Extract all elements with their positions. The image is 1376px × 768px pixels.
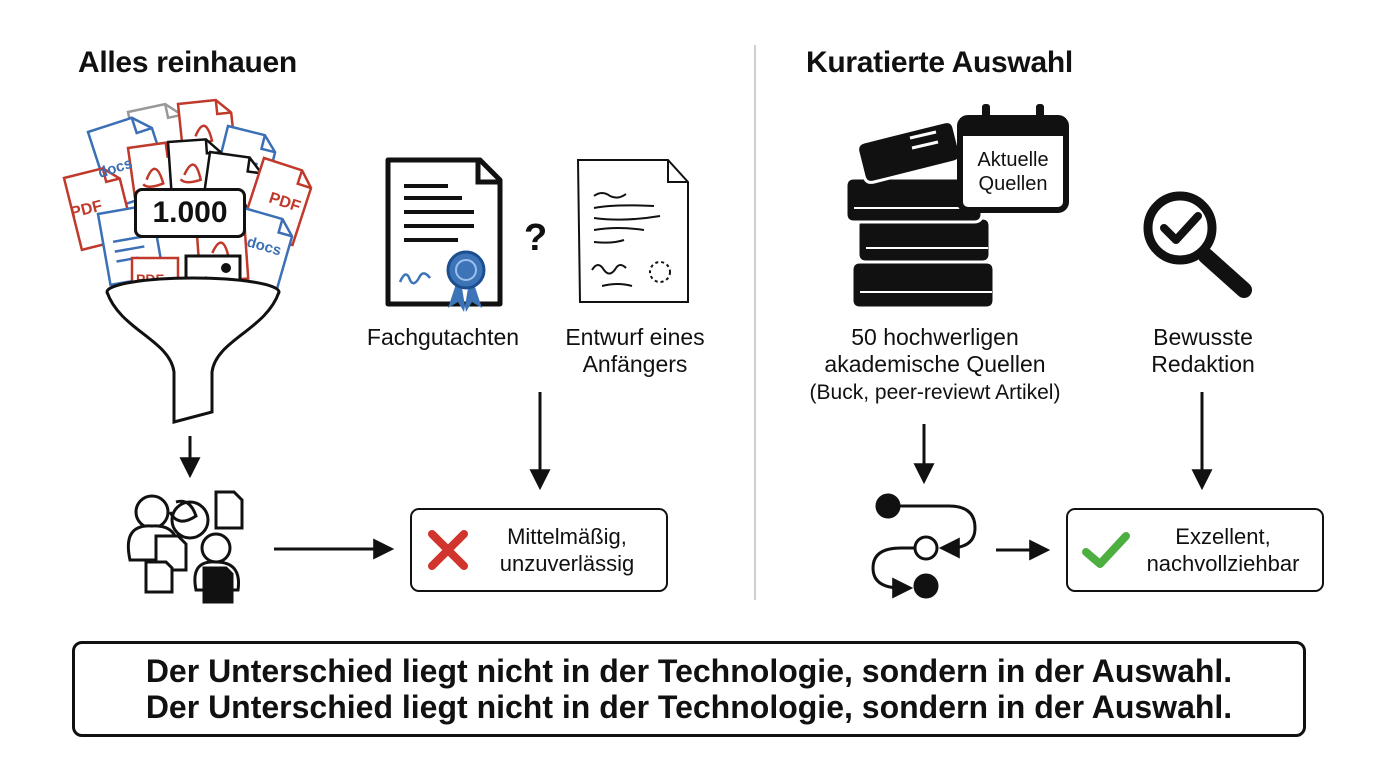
chaos-mix-icon <box>126 490 244 604</box>
right-section-title: Kuratierte Auswahl <box>806 46 1073 79</box>
calendar-label-line1: Aktuelle <box>977 149 1049 171</box>
question-mark: ? <box>524 217 547 259</box>
sources-label-line1: 50 hochwerligen <box>851 324 1019 350</box>
mediocre-result-line2: unzuverlässig <box>499 551 635 576</box>
excellent-result-line1: Exzellent, <box>1175 524 1271 549</box>
conclusion-line1: Der Unterschied liegt nicht in der Techn… <box>145 653 1233 689</box>
expert-report-label: Fachgutachten <box>366 324 520 350</box>
sources-label-line3: (Buck, peer-reviewt Artikel) <box>809 381 1061 404</box>
beginner-draft-icon <box>576 159 689 303</box>
calendar-icon <box>957 104 1069 213</box>
editing-label-line1: Bewusste <box>1153 324 1253 350</box>
mediocre-result-line1: Mittelmäßig, <box>507 524 627 549</box>
beginner-draft-label-line2: Anfängers <box>582 351 688 377</box>
conclusion-box: Der Unterschied liegt nicht in der Techn… <box>72 641 1306 737</box>
section-divider <box>754 45 756 600</box>
funnel-icon <box>105 276 281 424</box>
beginner-draft-label-line1: Entwurf eines <box>565 324 705 350</box>
sources-label-line2: akademische Quellen <box>824 351 1046 377</box>
document-count-badge: 1.000 <box>134 188 246 238</box>
books-stack-icon <box>844 120 996 310</box>
structured-process-icon <box>871 493 977 599</box>
check-icon <box>1082 532 1130 568</box>
conclusion-line2: Der Unterschied liegt nicht in der Techn… <box>145 689 1233 725</box>
mediocre-result-box: Mittelmäßig, unzuverlässig <box>410 508 668 592</box>
left-section-title: Alles reinhauen <box>78 46 297 79</box>
magnifier-check-icon <box>1143 191 1252 298</box>
editing-label-line2: Redaktion <box>1151 351 1255 377</box>
excellent-result-line2: nachvollziehbar <box>1146 551 1300 576</box>
expert-report-icon <box>385 157 503 312</box>
excellent-result-box: Exzellent, nachvollziehbar <box>1066 508 1324 592</box>
cross-icon <box>428 530 468 570</box>
calendar-label-line2: Quellen <box>978 173 1048 195</box>
